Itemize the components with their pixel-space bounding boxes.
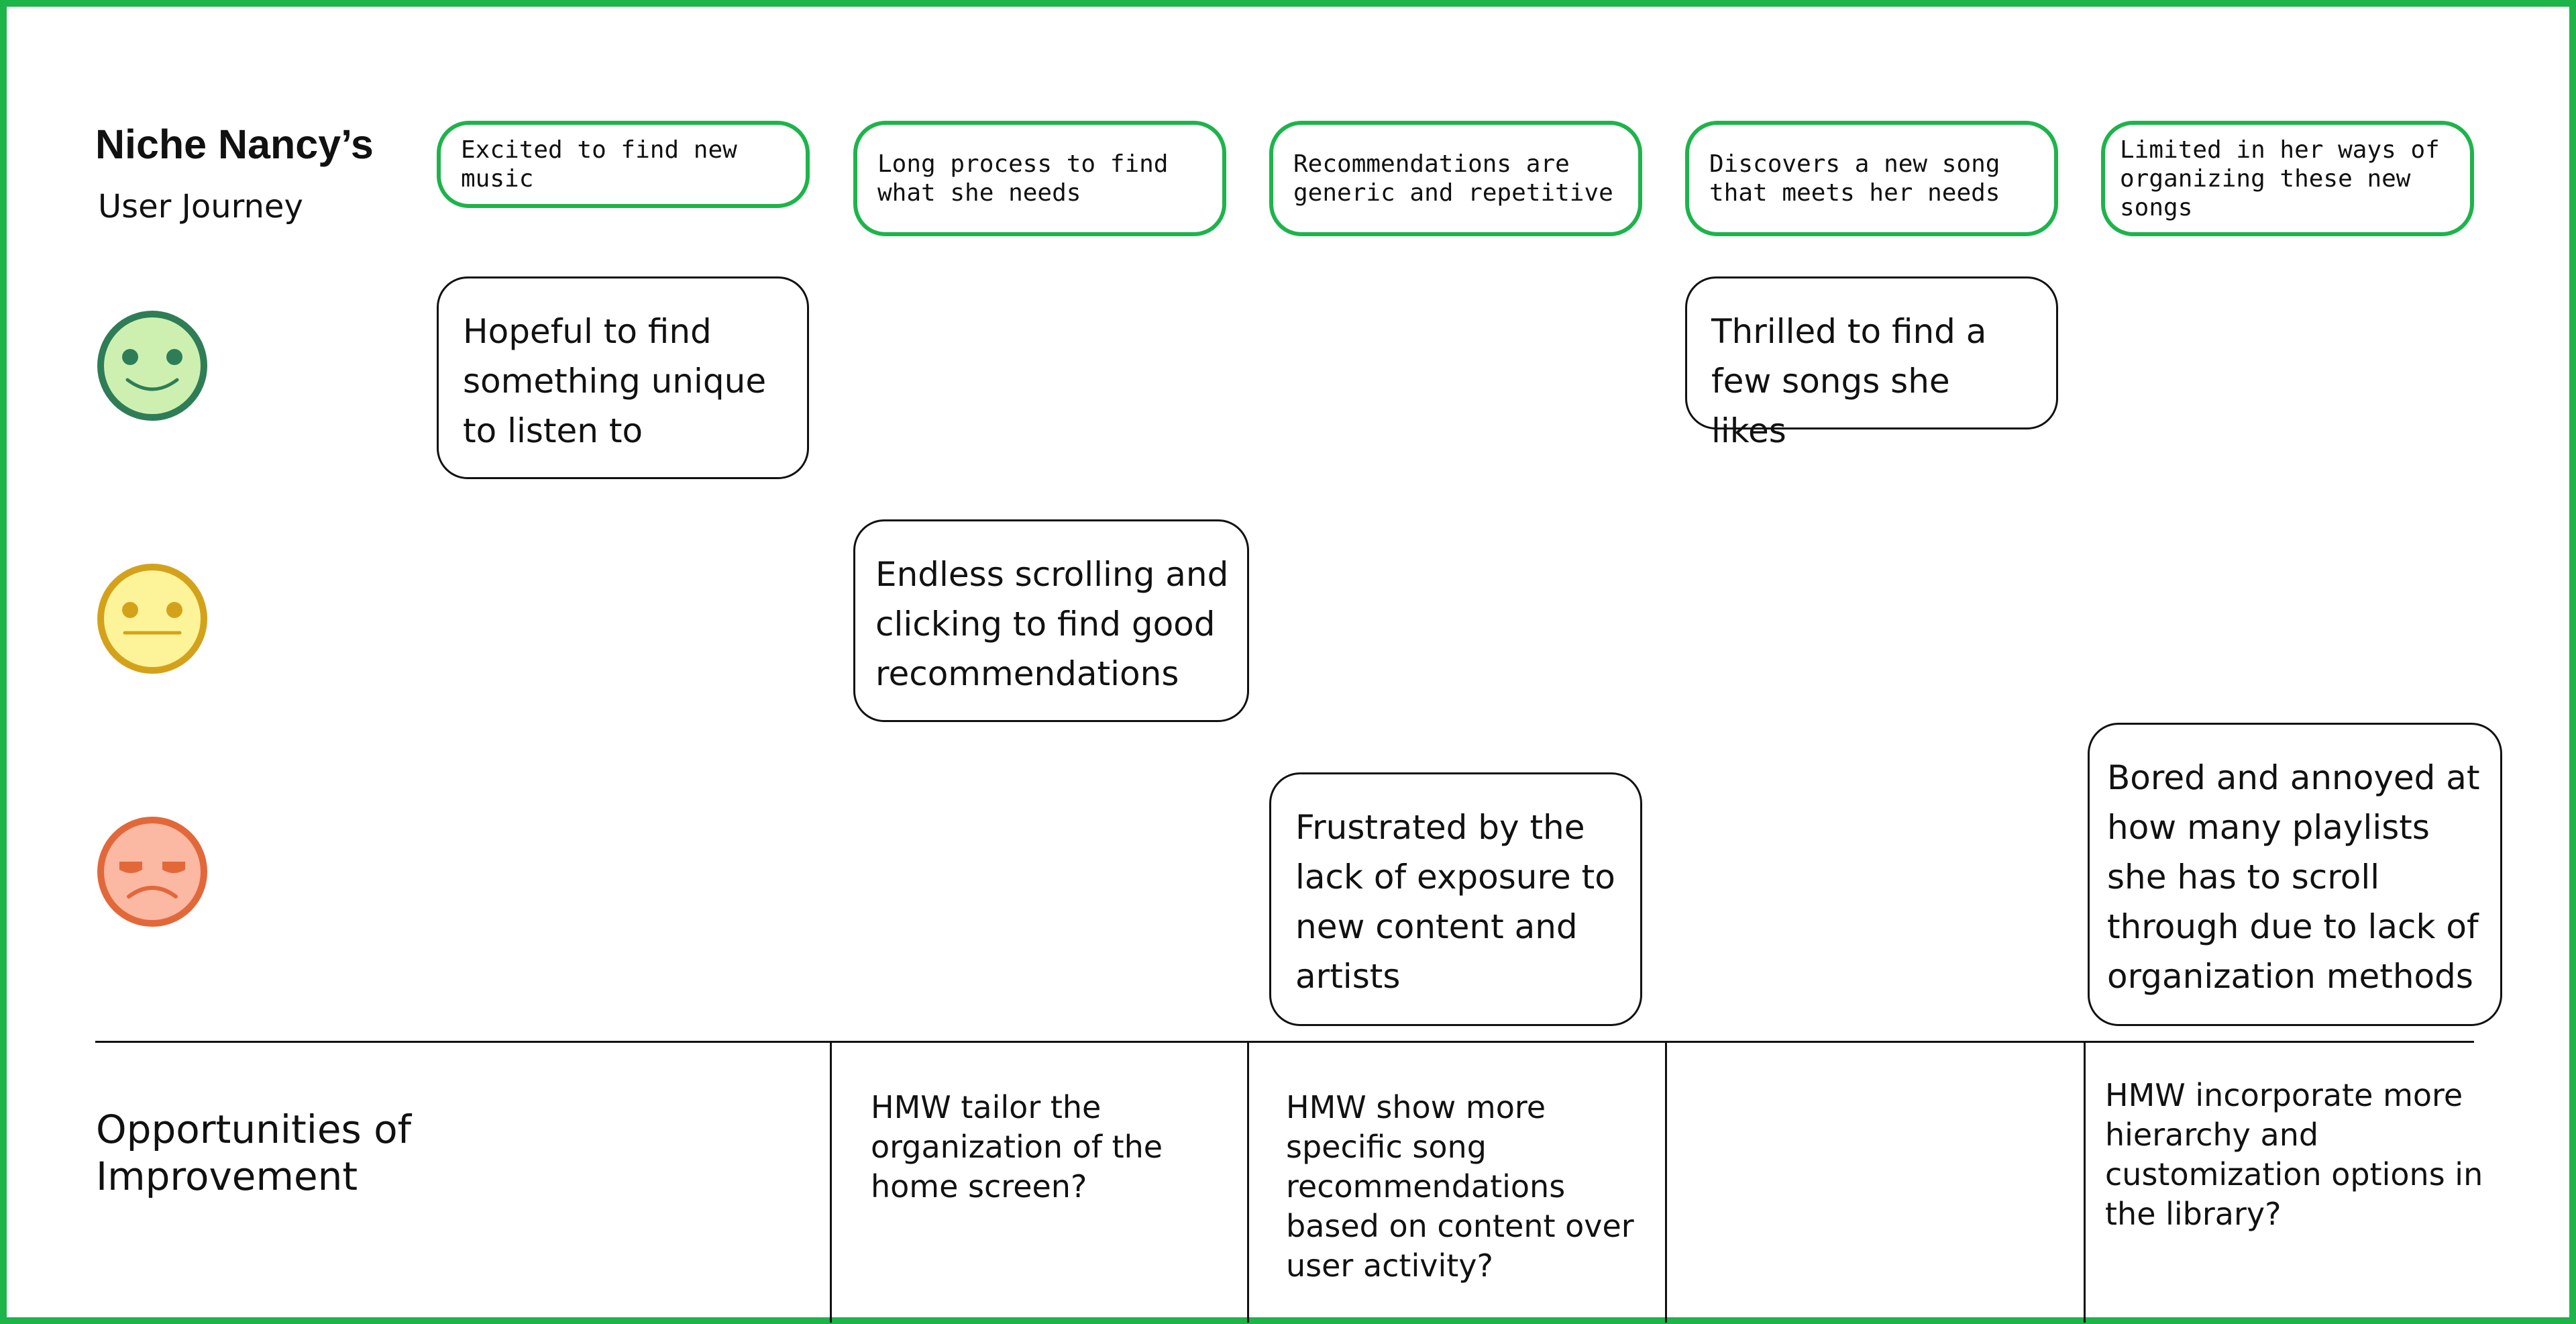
emotion-text: Frustrated by the lack of exposure to ne… — [1295, 808, 1615, 996]
column-divider — [1247, 1041, 1249, 1323]
stage-label: Excited to find new music — [461, 136, 737, 193]
stage-pill-5: Limited in her ways of organizing these … — [2101, 121, 2474, 236]
column-divider — [2084, 1041, 2086, 1323]
emotion-text: Endless scrolling and clicking to find g… — [875, 555, 1229, 693]
stage-label: Recommendations are generic and repetiti… — [1293, 150, 1613, 207]
page-subtitle: User Journey — [98, 188, 303, 225]
emotion-card-frustrated: Frustrated by the lack of exposure to ne… — [1269, 772, 1642, 1026]
page-title: Niche Nancy’s — [95, 121, 374, 167]
stage-pill-1: Excited to find new music — [437, 121, 810, 208]
emotion-text: Hopeful to find something unique to list… — [463, 312, 767, 450]
stage-label: Discovers a new song that meets her need… — [1709, 150, 2000, 207]
hmw-question-1: HMW tailor the organization of the home … — [871, 1089, 1163, 1205]
hmw-question-2: HMW show more specific song recommendati… — [1286, 1089, 1634, 1284]
emotion-text: Thrilled to find a few songs she likes — [1711, 312, 1987, 450]
stage-pill-2: Long process to find what she needs — [853, 121, 1226, 236]
column-divider — [830, 1041, 832, 1323]
happy-face-icon — [97, 311, 207, 421]
emotion-card-bored: Bored and annoyed at how many playlists … — [2088, 723, 2502, 1026]
emotion-text: Bored and annoyed at how many playlists … — [2107, 758, 2480, 996]
frustrated-face-icon — [97, 817, 207, 927]
stage-label: Limited in her ways of organizing these … — [2120, 136, 2440, 221]
emotion-card-thrilled: Thrilled to find a few songs she likes — [1685, 276, 2058, 450]
emotion-card-endless-scrolling: Endless scrolling and clicking to find g… — [853, 519, 1249, 722]
column-divider — [1665, 1041, 1667, 1323]
emotion-card-hopeful: Hopeful to find something unique to list… — [437, 276, 809, 479]
stage-label: Long process to find what she needs — [877, 150, 1169, 207]
opportunities-divider — [95, 1041, 2474, 1043]
neutral-face-icon — [97, 564, 207, 674]
stage-pill-4: Discovers a new song that meets her need… — [1685, 121, 2058, 236]
hmw-question-4: HMW incorporate more hierarchy and custo… — [2105, 1077, 2483, 1232]
opportunities-title: Opportunities of Improvement — [96, 1107, 412, 1199]
stage-pill-3: Recommendations are generic and repetiti… — [1269, 121, 1642, 236]
